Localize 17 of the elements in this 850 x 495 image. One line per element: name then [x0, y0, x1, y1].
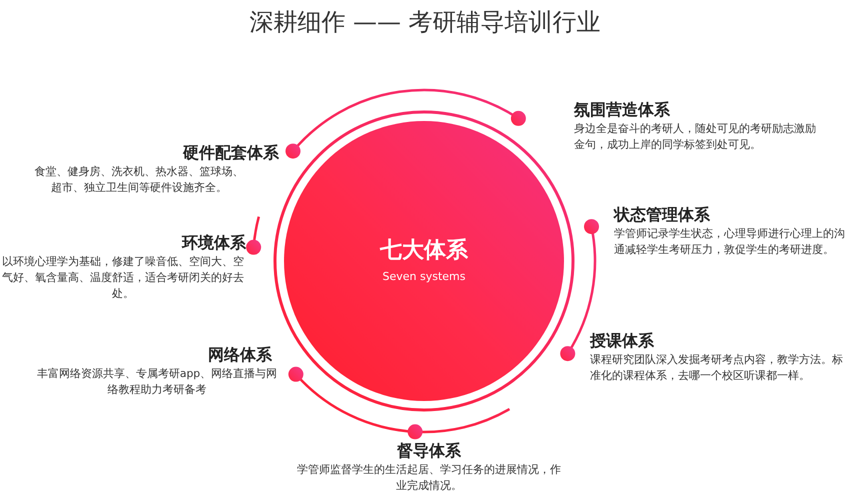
- section-heading: 硬件配套体系: [183, 142, 279, 164]
- circle-title: 七大体系: [380, 237, 468, 265]
- section-description: 以环境心理学为基础，修建了噪音低、空间大、空气好、氧含量高、温度舒适，适合考研闭关的好去处。: [2, 254, 244, 302]
- page-title: 深耕细作 —— 考研辅导培训行业: [249, 7, 601, 38]
- section-heading: 环境体系: [182, 232, 246, 254]
- section-heading: 网络体系: [208, 344, 272, 366]
- section-heading: 授课体系: [590, 330, 654, 352]
- section-description: 学管师监督学生的生活起居、学习任务的进展情况，作业完成情况。: [296, 462, 562, 494]
- section-description: 身边全是奋斗的考研人，随处可见的考研励志激励金句，成功上岸的同学标签到处可见。: [574, 121, 816, 153]
- section-description: 食堂、健身房、洗衣机、热水器、篮球场、超市、独立卫生间等硬件设施齐全。: [34, 164, 244, 196]
- section-description: 学管师记录学生状态，心理导师进行心理上的沟通减轻学生考研压力，敦促学生的考研进度。: [614, 226, 846, 258]
- section-heading: 状态管理体系: [614, 204, 710, 226]
- circle-subtitle: Seven systems: [382, 269, 466, 285]
- section-description: 课程研究团队深入发掘考研考点内容，教学方法。标准化的课程体系，去哪一个校区听课都一样。: [590, 352, 844, 384]
- section-description: 丰富网络资源共享、专属考研app、网络直播与网络教程助力考研备考: [36, 366, 278, 398]
- section-heading: 督导体系: [397, 440, 461, 462]
- section-heading: 氛围营造体系: [574, 99, 670, 121]
